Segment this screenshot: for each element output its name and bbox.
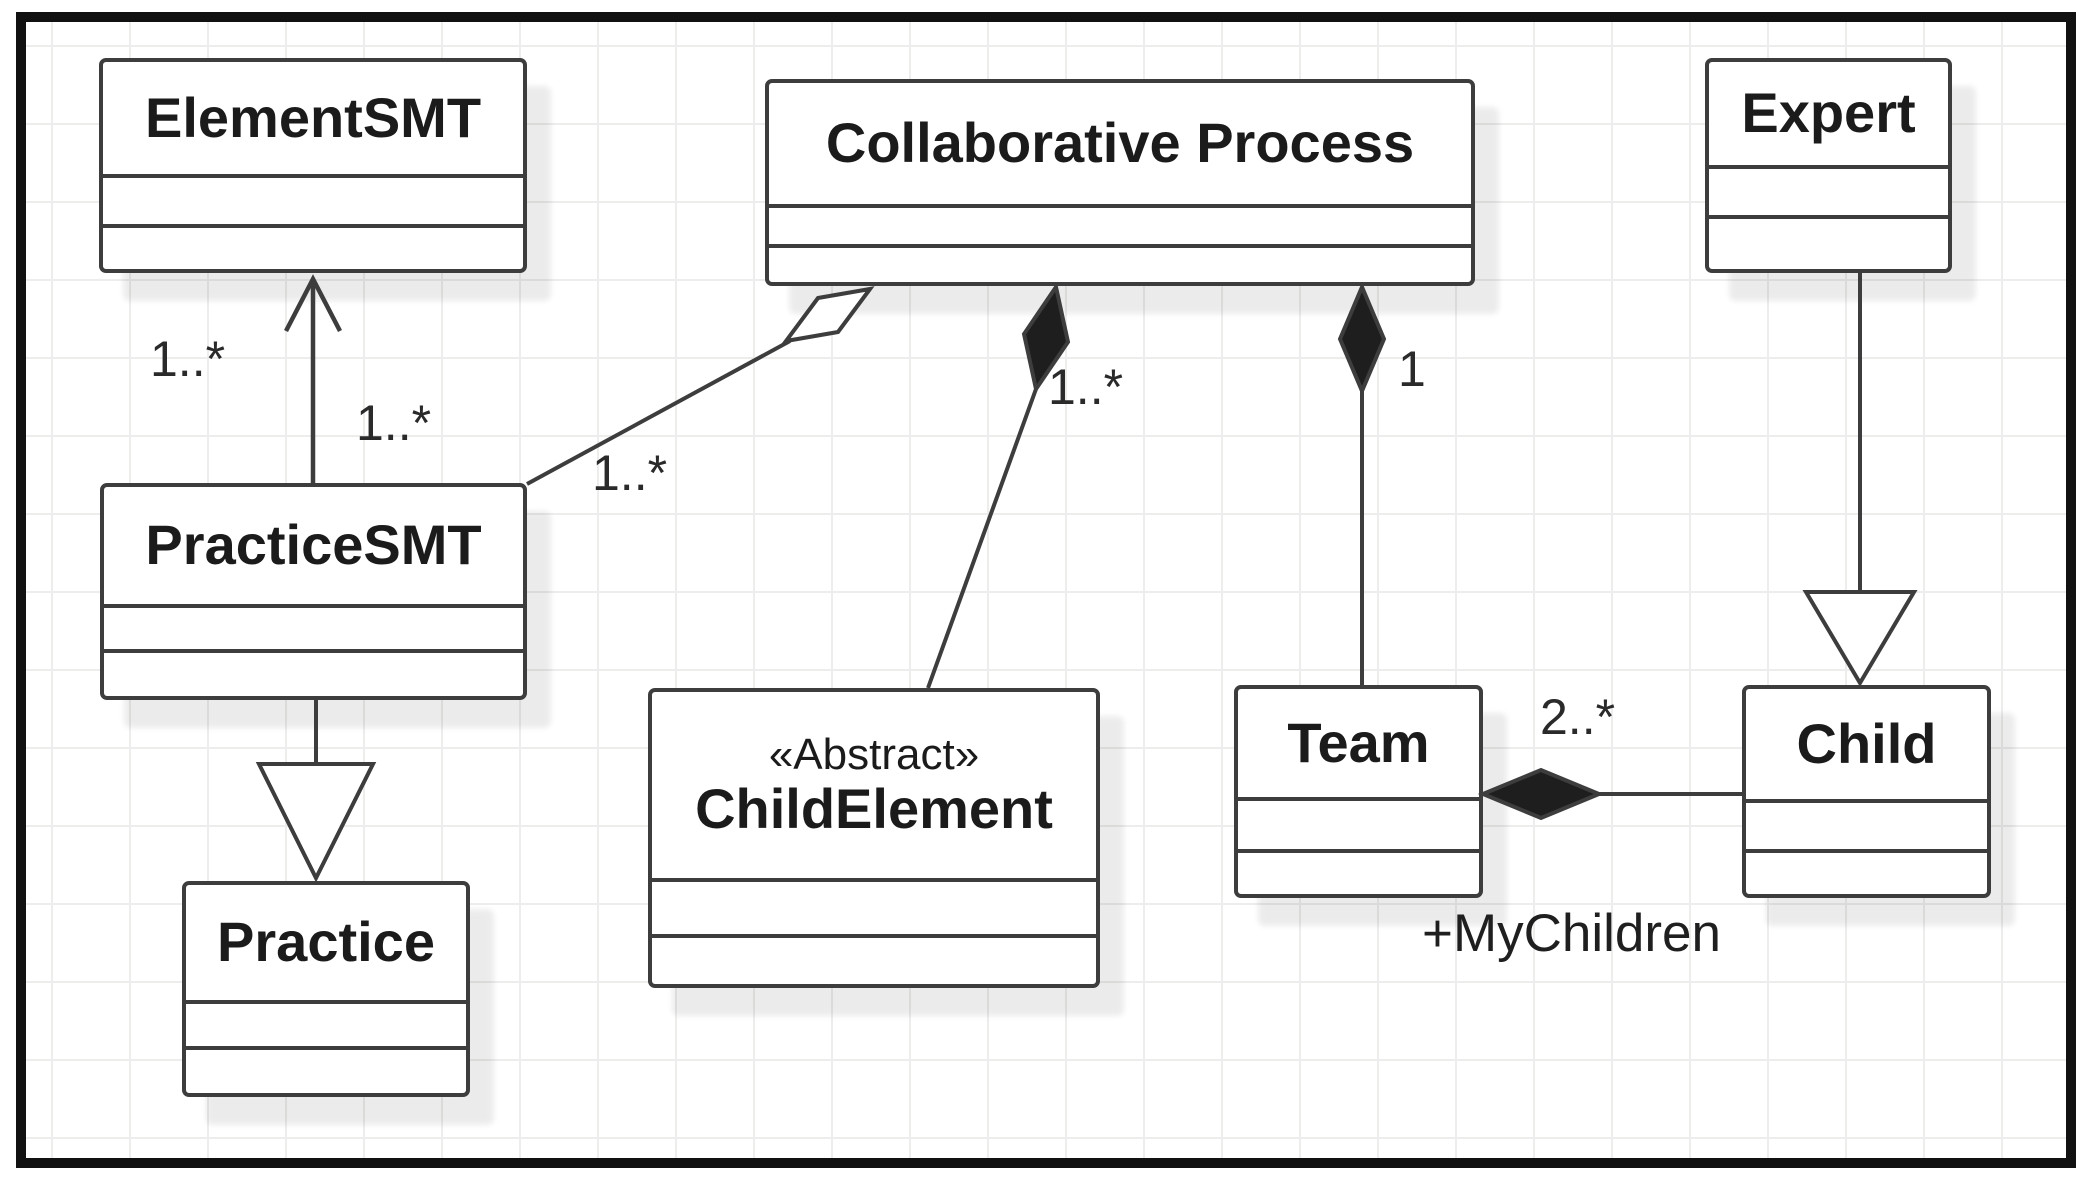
class-name: Collaborative Process bbox=[825, 111, 1415, 175]
class-title-compartment: PracticeSMT bbox=[104, 487, 523, 608]
operations-compartment bbox=[652, 938, 1096, 984]
attributes-compartment bbox=[652, 882, 1096, 938]
class-title-compartment: Expert bbox=[1709, 62, 1948, 169]
attributes-compartment bbox=[1709, 169, 1948, 219]
filled-diamond-icon bbox=[1477, 767, 1605, 821]
operations-compartment bbox=[186, 1050, 466, 1093]
class-name: Team bbox=[1287, 710, 1430, 774]
hollow-triangle-icon bbox=[255, 762, 377, 883]
operations-compartment bbox=[103, 228, 523, 269]
class-practice-smt: PracticeSMT bbox=[100, 483, 527, 700]
class-name: ElementSMT bbox=[144, 85, 482, 149]
class-name: Child bbox=[1796, 711, 1937, 775]
mult-aggregation-practicesmt: 1..* bbox=[592, 445, 668, 501]
class-child: Child bbox=[1742, 685, 1991, 898]
class-expert: Expert bbox=[1705, 58, 1952, 273]
operations-compartment bbox=[769, 248, 1471, 282]
attributes-compartment bbox=[104, 608, 523, 653]
role-mychildren: +MyChildren bbox=[1422, 904, 1721, 963]
mult-practicesmt-end: 1..* bbox=[356, 395, 432, 451]
class-title-compartment: Child bbox=[1746, 689, 1987, 803]
class-title-compartment: ElementSMT bbox=[103, 62, 523, 178]
attributes-compartment bbox=[1746, 803, 1987, 853]
class-title-compartment: Practice bbox=[186, 885, 466, 1004]
class-collaborative-process: Collaborative Process bbox=[765, 79, 1475, 286]
class-child-element: «Abstract» ChildElement bbox=[648, 688, 1100, 988]
mult-composition-childelement: 1..* bbox=[1048, 359, 1124, 415]
class-name: Practice bbox=[217, 910, 435, 974]
composition-childelement-collaborativeprocess bbox=[926, 282, 1071, 689]
operations-compartment bbox=[104, 653, 523, 696]
operations-compartment bbox=[1746, 853, 1987, 894]
class-name: Expert bbox=[1741, 81, 1916, 145]
composition-child-team bbox=[1477, 767, 1742, 821]
mult-elementsmt-end: 1..* bbox=[150, 331, 226, 387]
aggregation-practicesmt-collaborativeprocess bbox=[526, 286, 875, 486]
class-stereotype: «Abstract» bbox=[768, 730, 980, 779]
hollow-triangle-icon bbox=[1802, 590, 1918, 687]
class-team: Team bbox=[1234, 685, 1483, 898]
generalization-practicesmt-practice bbox=[255, 700, 377, 883]
class-element-smt: ElementSMT bbox=[99, 58, 527, 273]
operations-compartment bbox=[1709, 219, 1948, 269]
class-name: ChildElement bbox=[695, 776, 1053, 840]
attributes-compartment bbox=[1238, 801, 1479, 853]
composition-team-collaborativeprocess bbox=[1337, 281, 1387, 685]
class-title-compartment: «Abstract» ChildElement bbox=[652, 692, 1096, 882]
mult-composition-child: 2..* bbox=[1540, 689, 1616, 745]
hollow-diamond-icon bbox=[781, 286, 875, 344]
generalization-expert-child bbox=[1802, 273, 1918, 687]
class-title-compartment: Team bbox=[1238, 689, 1479, 801]
mult-composition-team: 1 bbox=[1398, 341, 1426, 397]
open-arrowhead-icon bbox=[284, 274, 342, 333]
filled-diamond-icon bbox=[1337, 281, 1387, 397]
class-name: PracticeSMT bbox=[145, 513, 482, 577]
operations-compartment bbox=[1238, 853, 1479, 894]
class-title-compartment: Collaborative Process bbox=[769, 83, 1471, 208]
attributes-compartment bbox=[769, 208, 1471, 248]
class-practice: Practice bbox=[182, 881, 470, 1097]
association-practicesmt-elementsmt bbox=[284, 274, 342, 483]
attributes-compartment bbox=[186, 1004, 466, 1050]
attributes-compartment bbox=[103, 178, 523, 228]
